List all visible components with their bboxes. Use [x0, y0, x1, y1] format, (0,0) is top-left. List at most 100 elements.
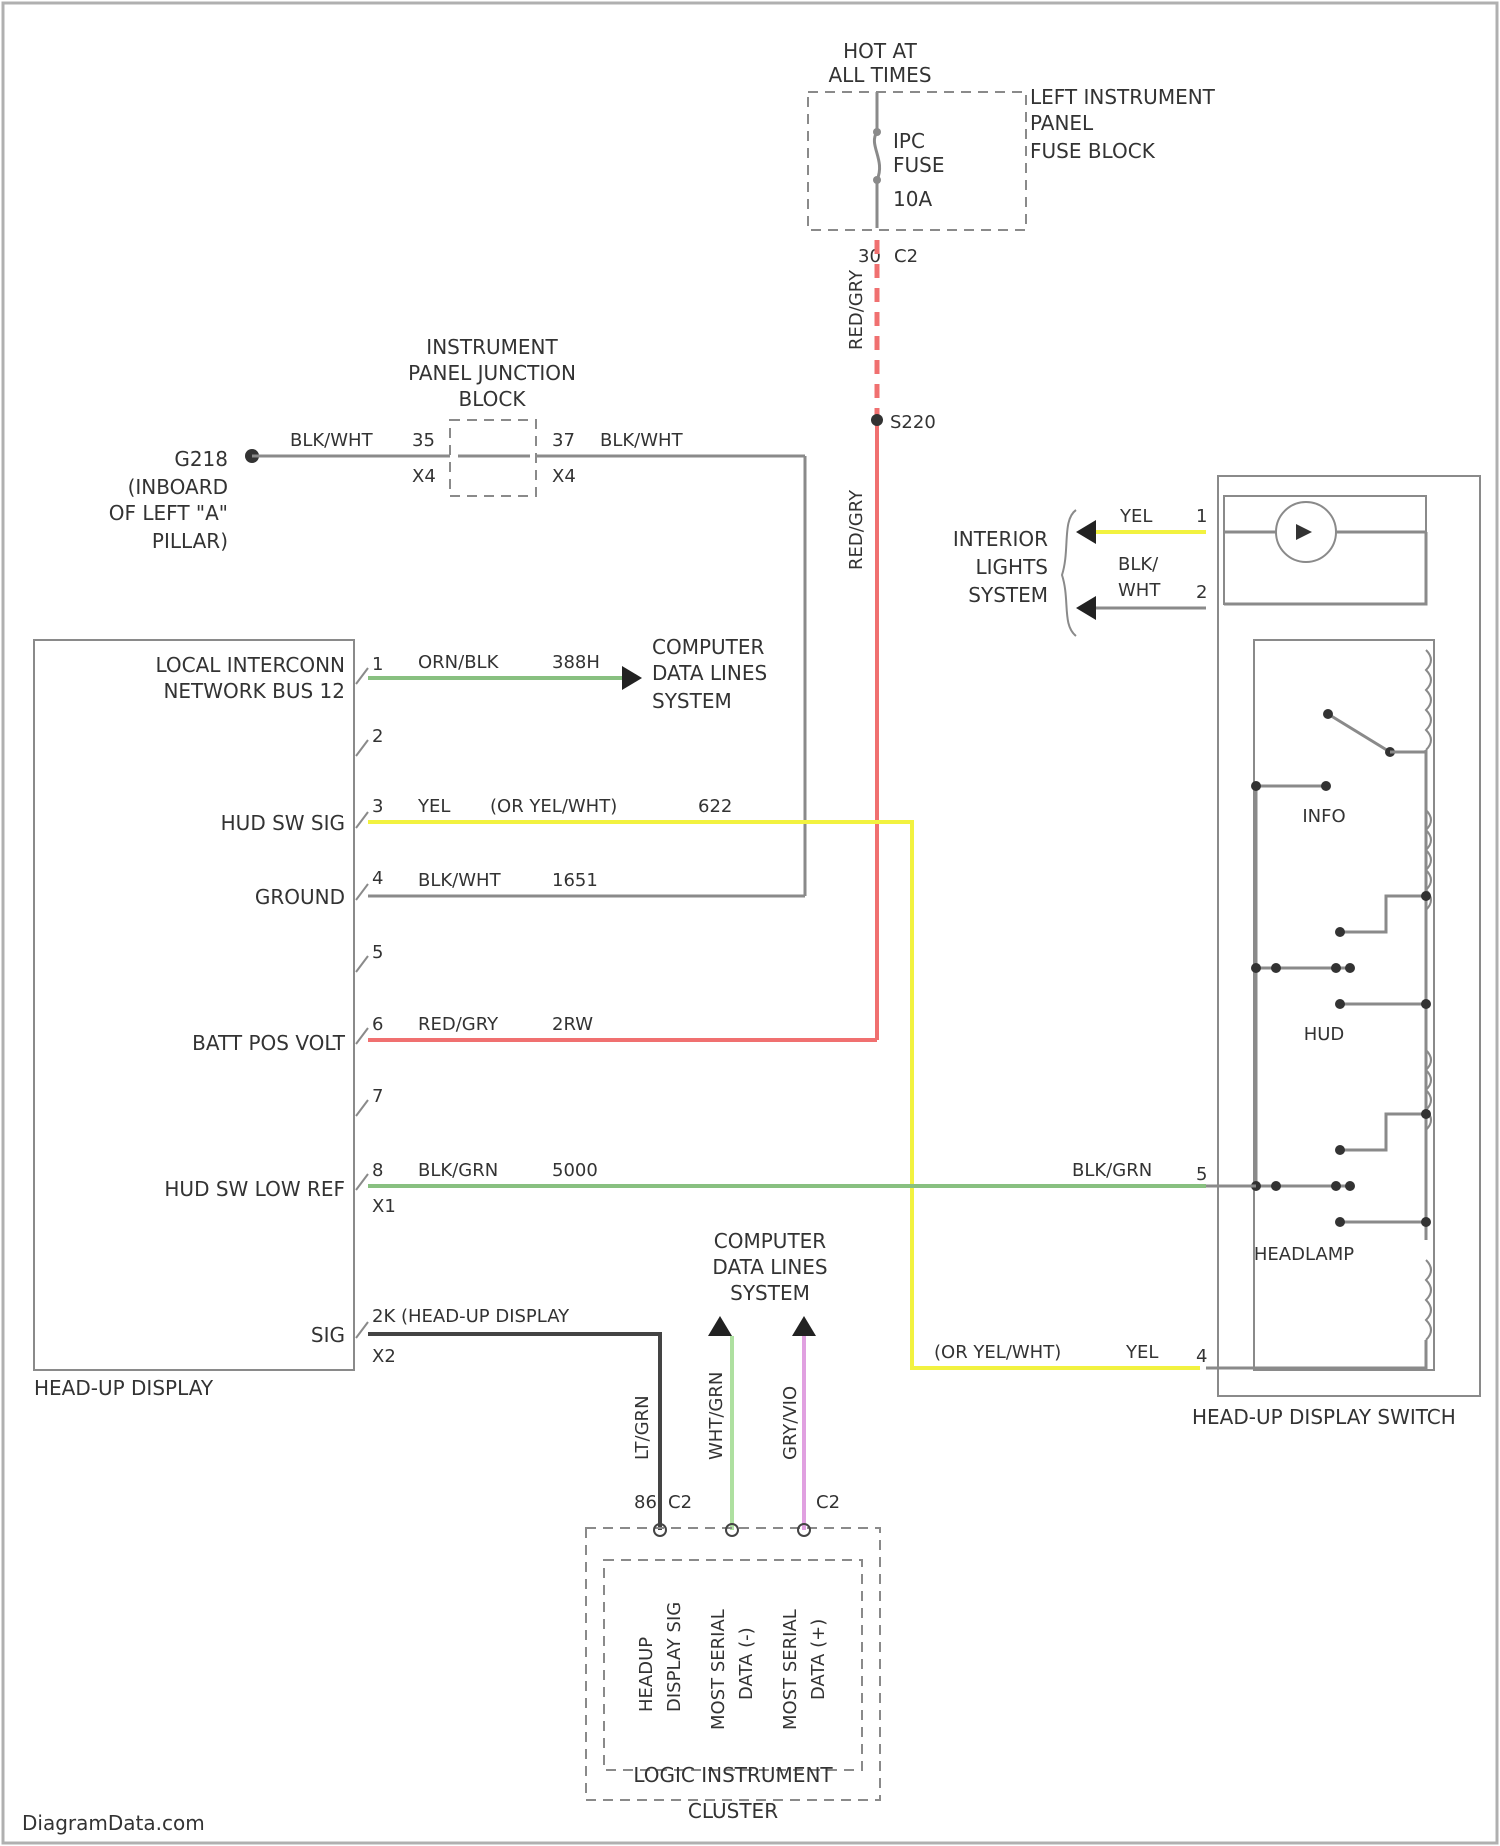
fuse-block-name-1: LEFT INSTRUMENT	[1030, 85, 1216, 109]
hud-contact-a	[1251, 963, 1261, 973]
switch-yel-alt-label: (OR YEL/WHT)	[934, 1342, 1061, 1363]
cluster-outer-box	[586, 1528, 880, 1800]
hud-name-label: HEAD-UP DISPLAY	[34, 1376, 214, 1400]
hud-sig-func: SIG	[311, 1323, 345, 1347]
pin4-entry	[1206, 1340, 1426, 1368]
switch-yel-color-label: YEL	[1125, 1342, 1158, 1363]
hud-step-rail-dot	[1421, 891, 1431, 901]
hud-step-dot	[1335, 927, 1345, 937]
cluster-func2-b: DATA (-)	[736, 1627, 757, 1700]
cluster-conn-c: C2	[816, 1492, 840, 1513]
data-arrow-2-icon	[792, 1316, 816, 1336]
cluster-wire1-label: LT/GRN	[632, 1395, 653, 1460]
head-up-display-switch: INFO HUD HEADLAMP 5 4 HEAD-UP DISPLAY SW…	[1192, 476, 1480, 1429]
headlamp-contact-c	[1331, 1181, 1341, 1191]
hud-contact-c	[1331, 963, 1341, 973]
hud-box	[34, 640, 354, 1370]
interior-arrow-2-icon	[1076, 596, 1096, 620]
hud-pin1-func-b: NETWORK BUS 12	[163, 679, 345, 703]
interior-wire2-label-b: WHT	[1118, 580, 1161, 601]
cluster-func1-a: HEADUP	[636, 1637, 657, 1712]
interior-wire1-label: YEL	[1119, 506, 1152, 527]
all-times-label: ALL TIMES	[828, 63, 931, 87]
pin1-arrow-icon	[622, 666, 642, 690]
fuse-name-label: IPC	[893, 129, 925, 153]
junction-name-1: INSTRUMENT	[426, 335, 558, 359]
pin3-wire-color: YEL	[417, 796, 450, 817]
junction-wire-left-label: BLK/WHT	[290, 430, 374, 451]
hot-at-label: HOT AT	[843, 39, 917, 63]
hud-contact-f	[1421, 999, 1431, 1009]
pin4-wire-circuit: 1651	[552, 870, 598, 891]
cluster-func3-b: DATA (+)	[808, 1619, 829, 1700]
interior-arrow-1-icon	[1076, 520, 1096, 544]
logic-instrument-cluster: 86 C2 C2 HEADUP DISPLAY SIG MOST SERIAL …	[586, 1492, 880, 1823]
switch-pin5: 5	[1196, 1164, 1207, 1185]
red-wire-label-upper: RED/GRY	[846, 269, 867, 350]
switch-lamp-return-wire	[1224, 532, 1426, 604]
hud-connector-marks	[356, 668, 368, 1338]
headlamp-contact-e	[1335, 1217, 1345, 1227]
head-up-display-module: HEAD-UP DISPLAY LOCAL INTERCONN NETWORK …	[34, 640, 396, 1400]
switch-headlamp-label: HEADLAMP	[1254, 1244, 1354, 1265]
hud-pin-8: 8	[372, 1160, 383, 1181]
fuse-block-name-3: FUSE BLOCK	[1030, 139, 1156, 163]
hud-pin-3: 3	[372, 796, 383, 817]
data-arrow-1-icon	[708, 1316, 732, 1336]
switch-hud-label: HUD	[1304, 1024, 1345, 1045]
splice-dot	[871, 414, 883, 426]
interior-pin1: 1	[1196, 506, 1207, 527]
headlamp-contact-b	[1271, 1181, 1281, 1191]
red-wire-label-lower: RED/GRY	[846, 489, 867, 570]
switch-arm-icon	[1328, 714, 1390, 752]
switch-info-label: INFO	[1302, 806, 1345, 827]
info-contact-a	[1251, 781, 1261, 791]
hud-pin-4: 4	[372, 868, 383, 889]
pin1-wire-color: ORN/BLK	[418, 652, 500, 673]
ground-id: G218	[174, 447, 228, 471]
junction-pin-right: 37	[552, 430, 575, 451]
cluster-func2-a: MOST SERIAL	[708, 1609, 729, 1730]
junction-name-2: PANEL JUNCTION	[408, 361, 576, 385]
ground-desc-3: PILLAR)	[152, 529, 228, 553]
data-lines-bottom-2: DATA LINES	[712, 1255, 827, 1279]
junction-wire-right-label: BLK/WHT	[600, 430, 684, 451]
junction-conn-right: X4	[552, 466, 576, 487]
pin6-wire-color: RED/GRY	[418, 1014, 499, 1035]
headlamp-step-rail-dot	[1421, 1109, 1431, 1119]
pin1-wire-circuit: 388H	[552, 652, 600, 673]
interior-label-3: SYSTEM	[968, 583, 1048, 607]
headlamp-contact-step	[1340, 1114, 1426, 1150]
hud-pin-6: 6	[372, 1014, 383, 1035]
headlamp-contact-d	[1345, 1181, 1355, 1191]
fuse-terminal-top	[873, 128, 881, 136]
fuse-type-label: FUSE	[893, 153, 944, 177]
cluster-conn-a: C2	[668, 1492, 692, 1513]
hud-pin-2: 2	[372, 726, 383, 747]
interior-pin2: 2	[1196, 582, 1207, 603]
hud-pin-5: 5	[372, 942, 383, 963]
data-lines-top-3: SYSTEM	[652, 689, 732, 713]
junction-name-3: BLOCK	[459, 387, 527, 411]
hud-pin3-func: HUD SW SIG	[221, 811, 345, 835]
ground-desc-1: (INBOARD	[128, 475, 228, 499]
fuse-icon	[874, 132, 879, 180]
fuse-connector-label: C2	[894, 246, 918, 267]
info-contact-b	[1321, 781, 1331, 791]
headlamp-contact-f	[1421, 1217, 1431, 1227]
hud-contact-b	[1271, 963, 1281, 973]
sig-wire	[368, 1334, 660, 1530]
cluster-func1-b: DISPLAY SIG	[664, 1602, 685, 1712]
hud-contact-d	[1345, 963, 1355, 973]
fuse-block: HOT AT ALL TIMES IPC FUSE 10A LEFT INSTR…	[808, 39, 1216, 267]
hud-connector-x2: X2	[372, 1346, 396, 1367]
cluster-name-2: CLUSTER	[688, 1799, 778, 1823]
data-lines-top-2: DATA LINES	[652, 661, 767, 685]
hud-contact-step	[1340, 896, 1426, 932]
pin4-wire-color: BLK/WHT	[418, 870, 502, 891]
hud-pin-7: 7	[372, 1086, 383, 1107]
pin8-wire-circuit: 5000	[552, 1160, 598, 1181]
sig-wire-label: 2K (HEAD-UP DISPLAY	[372, 1306, 570, 1327]
data-lines-bottom-1: COMPUTER	[714, 1229, 827, 1253]
